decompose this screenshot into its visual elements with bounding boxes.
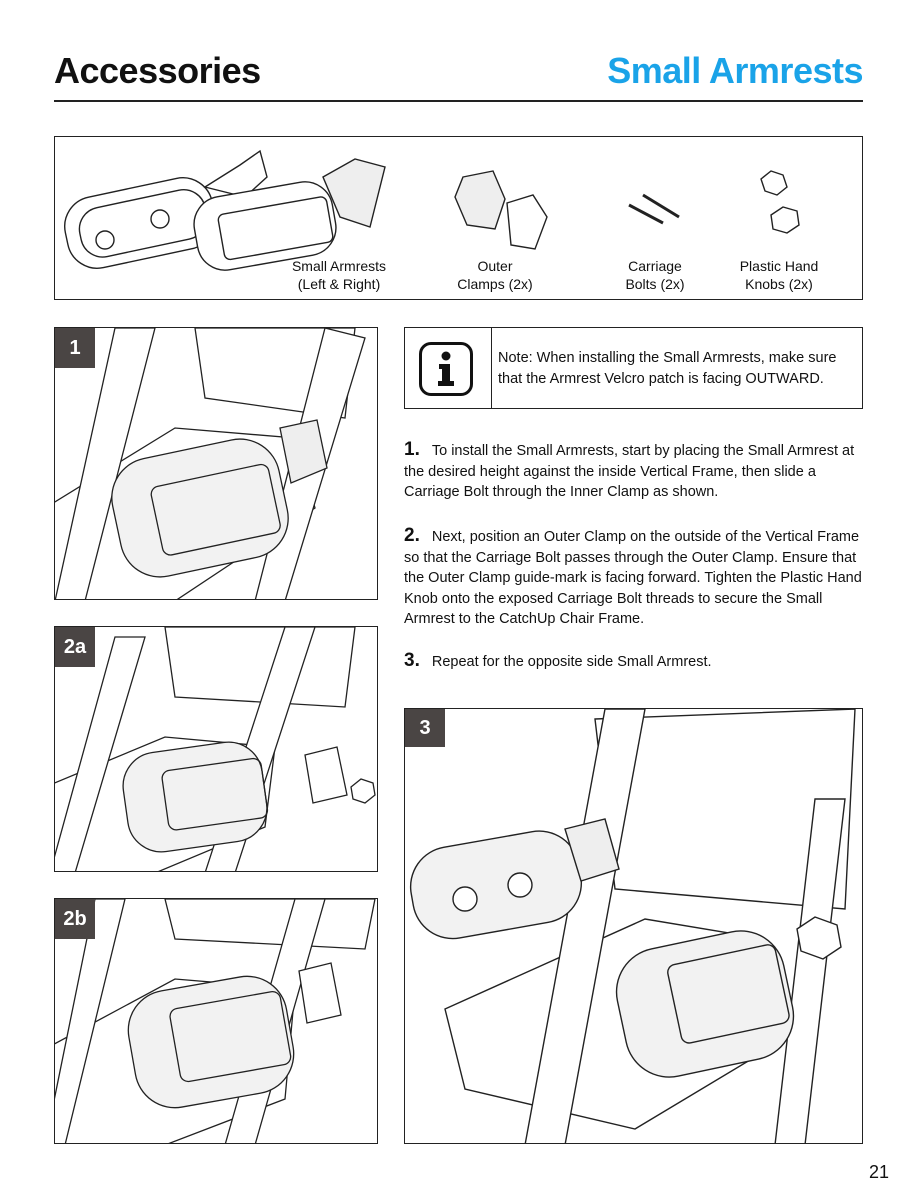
- instruction-3: 3.Repeat for the opposite side Small Arm…: [404, 650, 712, 671]
- step-badge-2b: 2b: [55, 899, 95, 939]
- figure-step-3-illustration: [409, 709, 856, 1143]
- figure-step-3: 3: [404, 708, 863, 1144]
- figure-step-1-illustration: [55, 328, 366, 599]
- header-rule: [54, 100, 863, 102]
- note-text: Note: When installing the Small Armrests…: [498, 350, 837, 387]
- figure-step-2a-illustration: [55, 627, 376, 871]
- step-badge-3: 3: [405, 709, 445, 747]
- figure-step-1: 1: [54, 327, 378, 600]
- note-icon-cell: [405, 328, 492, 408]
- info-icon: [419, 342, 473, 396]
- page-title: Small Armrests: [607, 50, 863, 91]
- step-badge-1: 1: [55, 328, 95, 368]
- part-label-armrests: Small Armrests(Left & Right): [291, 258, 387, 292]
- figure-step-2a: 2a: [54, 626, 378, 872]
- figure-step-2b: 2b: [54, 898, 378, 1144]
- instruction-1: 1.To install the Small Armrests, start b…: [404, 439, 855, 500]
- instruction-2: 2.Next, position an Outer Clamp on the o…: [404, 525, 862, 627]
- page-number: 21: [868, 1162, 889, 1182]
- parts-illustration: [64, 149, 800, 271]
- section-heading: Accessories: [54, 50, 261, 91]
- figure-step-2b-illustration: [55, 899, 376, 1143]
- note-box: Note: When installing the Small Armrests…: [404, 327, 863, 409]
- step-badge-2a: 2a: [55, 627, 95, 667]
